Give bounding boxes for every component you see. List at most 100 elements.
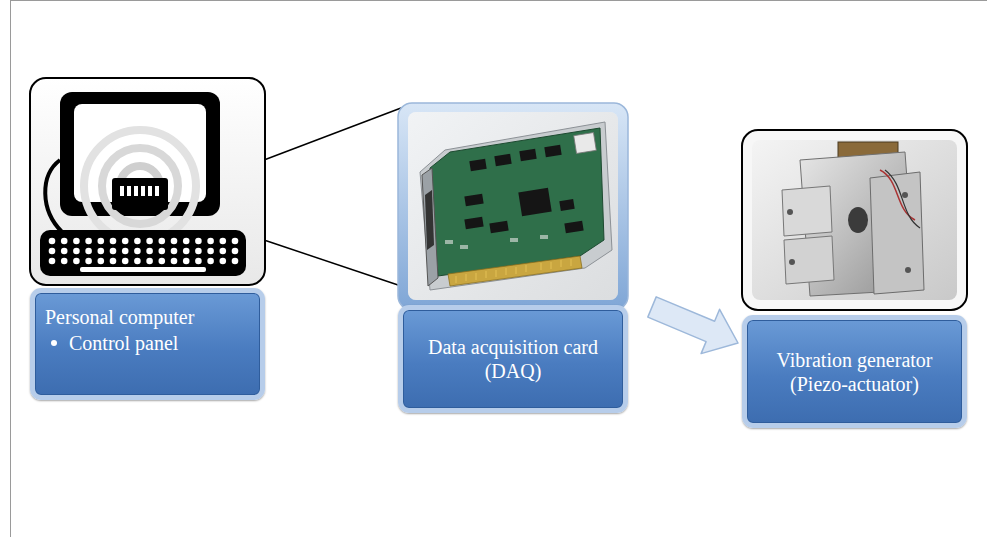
computer-icon-part-part	[49, 238, 56, 245]
daq-card-photo-part-part	[518, 188, 551, 216]
computer-icon-part-part	[159, 258, 166, 265]
label-box: Data acquisition card (DAQ)	[398, 305, 628, 413]
piezo-actuator-photo-part	[742, 130, 967, 310]
computer-icon-part-part	[120, 186, 124, 196]
computer-icon-part-part	[195, 258, 202, 265]
computer-icon-part-part	[141, 186, 145, 196]
piezo-actuator-photo-part	[789, 259, 795, 265]
computer-icon-part-part	[122, 238, 129, 245]
daq-card-photo-part-part	[559, 199, 574, 211]
block-arrow	[648, 297, 738, 354]
daq-card-photo-part-part	[465, 274, 467, 281]
computer-icon-part-part	[159, 238, 166, 245]
daq-card-photo-part	[408, 112, 618, 300]
zoom-lines	[264, 108, 401, 286]
daq-card-photo-part-part	[515, 267, 517, 274]
piezo-actuator-photo-part	[870, 172, 924, 294]
computer-icon-part-part	[146, 248, 153, 255]
computer-icon-part-part	[110, 258, 117, 265]
piezo-actuator-photo-part	[784, 236, 834, 284]
computer-icon-part-part	[134, 258, 141, 265]
box-bullet-text: Control panel	[69, 331, 178, 355]
daq-card-photo-part	[445, 235, 548, 249]
computer-icon-part-part	[171, 248, 178, 255]
daq-card-photo-part	[430, 128, 604, 276]
daq-card-photo-part-part	[445, 240, 453, 244]
computer-icon-part-part	[80, 267, 206, 272]
piezo-actuator-photo-part	[905, 267, 911, 273]
computer-icon-part-part	[73, 248, 80, 255]
computer-icon-part-part	[122, 258, 129, 265]
computer-icon-part-part	[207, 258, 214, 265]
daq-card-photo-part	[574, 133, 597, 154]
bullet-row: Control panel	[45, 331, 178, 355]
computer-icon-part	[30, 78, 265, 285]
computer-icon-part-part	[148, 186, 152, 196]
daq-card-photo-part-part	[525, 265, 527, 272]
computer-icon-part-part	[183, 258, 190, 265]
computer-icon-part-part	[183, 248, 190, 255]
zoom-lines-part	[264, 240, 401, 286]
daq-card-photo-part	[422, 168, 438, 286]
daq-card-photo-part-part	[469, 159, 486, 171]
piezo-actuator-photo-part	[902, 192, 908, 198]
piezo-actuator-photo-part	[787, 209, 793, 215]
box-title: Vibration generator (Piezo-actuator)	[757, 348, 952, 396]
daq-card-photo-part-part	[544, 145, 561, 157]
computer-icon-part-part	[171, 238, 178, 245]
daq-card-photo-part-part	[560, 260, 562, 267]
computer-icon-part-part	[73, 238, 80, 245]
computer-icon-part-part	[220, 258, 227, 265]
computer-icon-part-part	[220, 238, 227, 245]
daq-card-photo-part-part	[494, 154, 511, 166]
computer-icon-part-part	[195, 238, 202, 245]
page-frame-part	[10, 0, 11, 537]
computer-icon-part-part	[232, 238, 239, 245]
computer-icon-part-part	[155, 186, 159, 196]
box-title: Data acquisition card (DAQ)	[413, 335, 613, 383]
computer-icon-part-part	[49, 258, 56, 265]
computer-icon-part-part	[73, 258, 80, 265]
computer-icon-part-part	[146, 258, 153, 265]
daq-card-photo-part-part	[570, 259, 572, 266]
computer-icon-part	[102, 148, 178, 224]
computer-icon-part-part	[171, 258, 178, 265]
daq-card-photo-part-part	[455, 276, 457, 283]
daq-card-photo-part-part	[489, 221, 508, 234]
computer-icon-part-part	[122, 248, 129, 255]
computer-icon-part-part	[195, 248, 202, 255]
computer-icon-part-part	[49, 248, 56, 255]
daq-card-photo-part-part	[464, 194, 483, 207]
daq-card-photo-part	[408, 112, 618, 300]
computer-icon-part-part	[207, 238, 214, 245]
piezo-actuator-photo-part	[848, 207, 868, 233]
zoom-lines-part	[264, 108, 401, 160]
computer-icon-part	[84, 130, 196, 242]
computer-icon-part-part	[110, 238, 117, 245]
page-frame	[10, 0, 987, 537]
computer-icon-part	[40, 230, 246, 276]
daq-card-photo-part-part	[540, 235, 548, 239]
daq-card-photo-part	[420, 122, 612, 290]
computer-icon-part	[112, 178, 168, 210]
computer-icon-part-part	[146, 238, 153, 245]
computer-icon-part-part	[134, 238, 141, 245]
computer-icon-part-part	[207, 248, 214, 255]
piezo-actuator-photo-part	[880, 170, 915, 220]
box-title: Personal computer	[45, 305, 194, 329]
piezo-actuator-photo-part	[782, 186, 832, 236]
computer-icon-part-part	[220, 248, 227, 255]
computer-icon-part-part	[61, 258, 68, 265]
piezo-actuator-photo-part	[885, 170, 920, 228]
computer-icon-part-part	[134, 186, 138, 196]
computer-icon-part	[45, 160, 62, 232]
daq-card-photo-part-part	[495, 270, 497, 277]
computer-icon-part-part	[61, 238, 68, 245]
daq-card-photo-part	[448, 256, 582, 286]
bullet-dot	[51, 340, 57, 346]
computer-icon-part-part	[127, 186, 131, 196]
computer-icon-part-part	[85, 258, 92, 265]
computer-icon-part-part	[61, 248, 68, 255]
daq-card-photo-part-part	[550, 262, 552, 269]
